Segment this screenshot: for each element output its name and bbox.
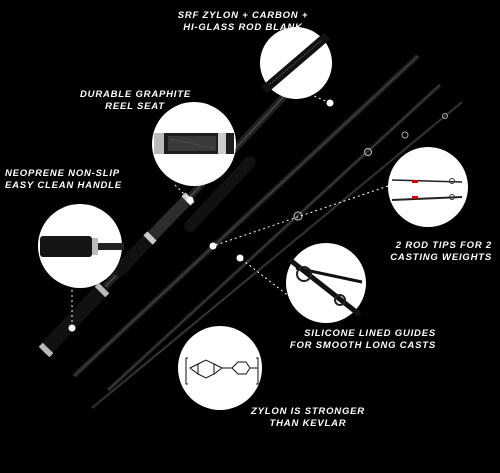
zylon-callout: ZYLON IS STRONGER THAN KEVLAR	[238, 406, 378, 430]
zylon-callout-line2: THAN KEVLAR	[269, 418, 347, 429]
guides-dot	[236, 254, 244, 262]
rod-section-2	[72, 54, 420, 378]
blank-callout-line2: HI-GLASS ROD BLANK	[183, 22, 303, 33]
guides-callout-line2: FOR SMOOTH LONG CASTS	[289, 340, 436, 351]
reel-seat-callout: DURABLE GRAPHITE REEL SEAT	[80, 89, 190, 113]
rod-section-4	[91, 100, 463, 410]
reel-seat-callout-line2: REEL SEAT	[105, 101, 165, 112]
handle-dot	[68, 324, 76, 332]
tips-callout: 2 ROD TIPS FOR 2 CASTING WEIGHTS	[390, 240, 492, 264]
blank-dot	[326, 99, 334, 107]
guides-callout-line1: SILICONE LINED GUIDES	[304, 328, 436, 339]
handle-closeup-icon	[38, 204, 124, 288]
tips-callout-line1: 2 ROD TIPS FOR 2	[395, 240, 492, 251]
tips-dot	[209, 242, 217, 250]
blank-callout-line1: SRF ZYLON + CARBON +	[177, 10, 309, 21]
zylon-molecule-icon	[178, 326, 262, 410]
guides-closeup-icon	[286, 243, 366, 323]
rod-blank-closeup-icon	[260, 27, 332, 99]
rod-tips-closeup-icon	[388, 147, 468, 227]
reel-seat-closeup-icon	[152, 102, 236, 186]
tips-callout-line2: CASTING WEIGHTS	[390, 252, 492, 263]
blank-callout: SRF ZYLON + CARBON + HI-GLASS ROD BLANK	[168, 10, 318, 34]
handle-callout-line1: NEOPRENE NON-SLIP	[5, 168, 120, 179]
rod-butt-section	[38, 85, 295, 358]
handle-callout-line2: EASY CLEAN HANDLE	[5, 180, 122, 191]
reel-seat-callout-line1: DURABLE GRAPHITE	[80, 89, 191, 100]
rod-section-3	[106, 83, 442, 392]
guides-callout: SILICONE LINED GUIDES FOR SMOOTH LONG CA…	[290, 328, 436, 352]
handle-callout: NEOPRENE NON-SLIP EASY CLEAN HANDLE	[5, 168, 122, 192]
zylon-callout-line1: ZYLON IS STRONGER	[251, 406, 365, 417]
reel-seat-dot	[186, 196, 194, 204]
